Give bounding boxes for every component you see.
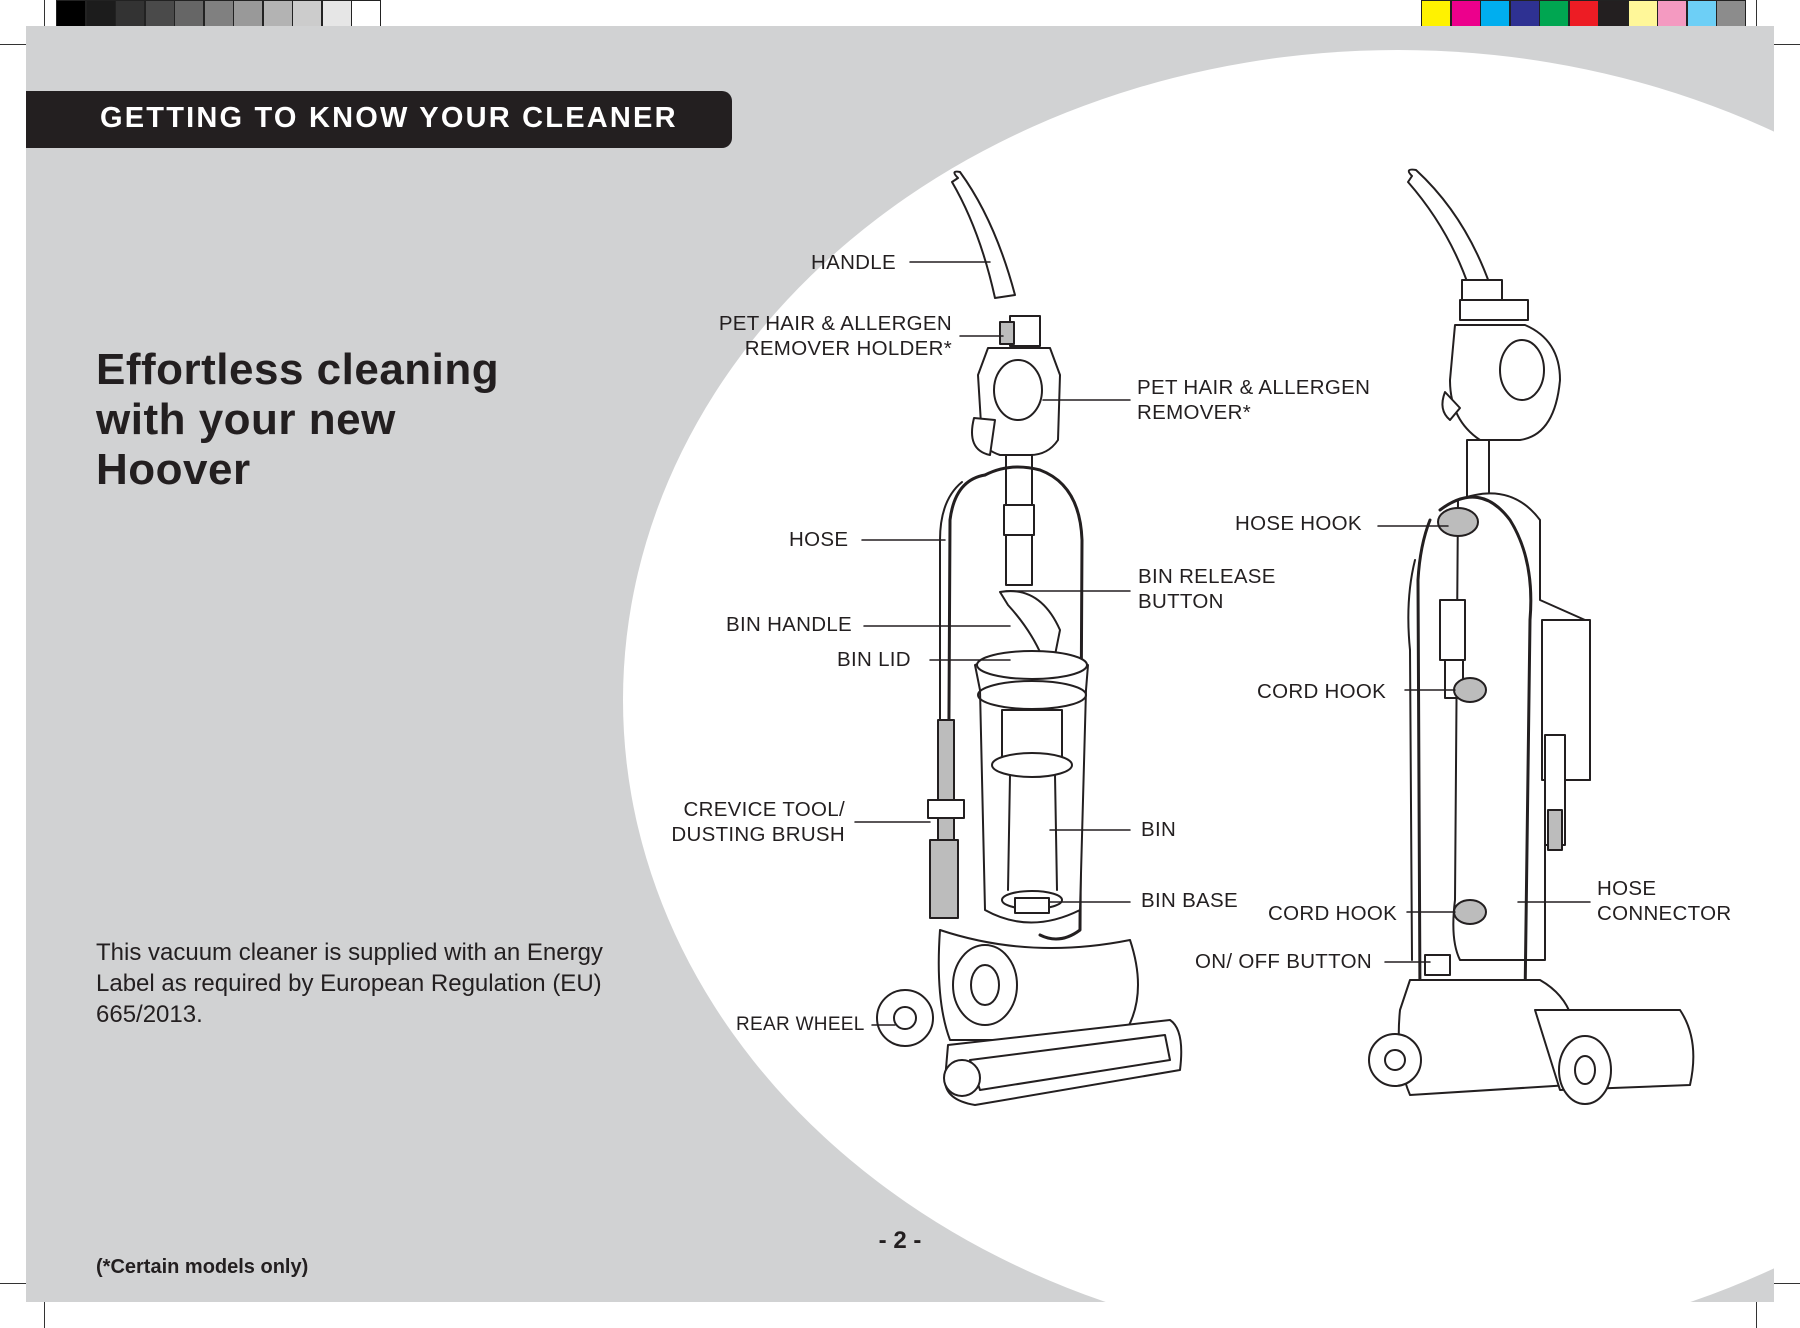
label-line: PET HAIR & ALLERGEN <box>1137 375 1370 400</box>
label-line: HOSE <box>1597 876 1731 901</box>
label-hose: HOSE <box>789 527 848 552</box>
label-crevice-tool: CREVICE TOOL/ DUSTING BRUSH <box>640 797 845 847</box>
label-handle: HANDLE <box>811 250 896 275</box>
label-line: REMOVER HOLDER* <box>700 336 952 361</box>
label-cord-hook-lower: CORD HOOK <box>1268 901 1397 926</box>
label-bin-release-button: BIN RELEASE BUTTON <box>1138 564 1276 614</box>
label-pet-hair-holder: PET HAIR & ALLERGEN REMOVER HOLDER* <box>700 311 952 361</box>
rear-view-vacuum-icon <box>1369 170 1693 1104</box>
label-cord-hook-upper: CORD HOOK <box>1257 679 1386 704</box>
label-hose-connector: HOSE CONNECTOR <box>1597 876 1731 926</box>
label-bin-lid: BIN LID <box>837 647 911 672</box>
label-bin: BIN <box>1141 817 1176 842</box>
label-line: REMOVER* <box>1137 400 1370 425</box>
label-line: CREVICE TOOL/ <box>640 797 845 822</box>
label-bin-base: BIN BASE <box>1141 888 1238 913</box>
label-on-off-button: ON/ OFF BUTTON <box>1195 949 1372 974</box>
label-rear-wheel: REAR WHEEL <box>736 1012 865 1037</box>
label-line: BUTTON <box>1138 589 1276 614</box>
label-line: CONNECTOR <box>1597 901 1731 926</box>
label-hose-hook: HOSE HOOK <box>1235 511 1362 536</box>
label-line: DUSTING BRUSH <box>640 822 845 847</box>
label-line: BIN RELEASE <box>1138 564 1276 589</box>
label-bin-handle: BIN HANDLE <box>726 612 852 637</box>
label-pet-hair-remover: PET HAIR & ALLERGEN REMOVER* <box>1137 375 1370 425</box>
label-line: PET HAIR & ALLERGEN <box>700 311 952 336</box>
